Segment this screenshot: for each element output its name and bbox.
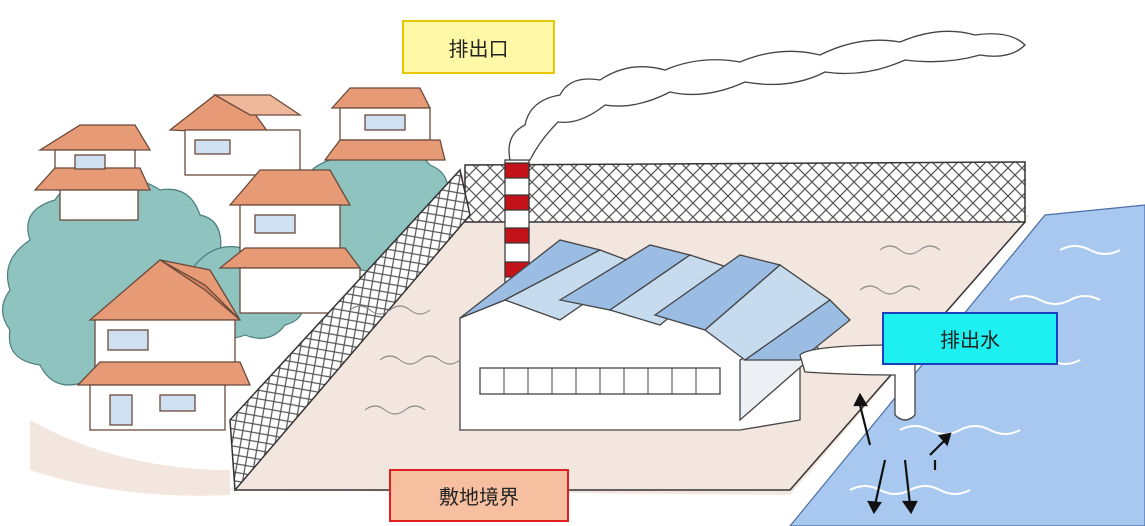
smoke (508, 30, 1026, 161)
site-boundary-label: 敷地境界 (389, 469, 569, 522)
discharge-arrows (853, 392, 952, 515)
back-fence (464, 161, 1026, 223)
discharge-water-label: 排出水 (882, 312, 1058, 365)
exhaust-outlet-label: 排出口 (402, 20, 555, 74)
left-fence (229, 168, 471, 492)
factory (459, 239, 851, 431)
houses (33, 87, 446, 431)
noise-waves (349, 245, 941, 415)
